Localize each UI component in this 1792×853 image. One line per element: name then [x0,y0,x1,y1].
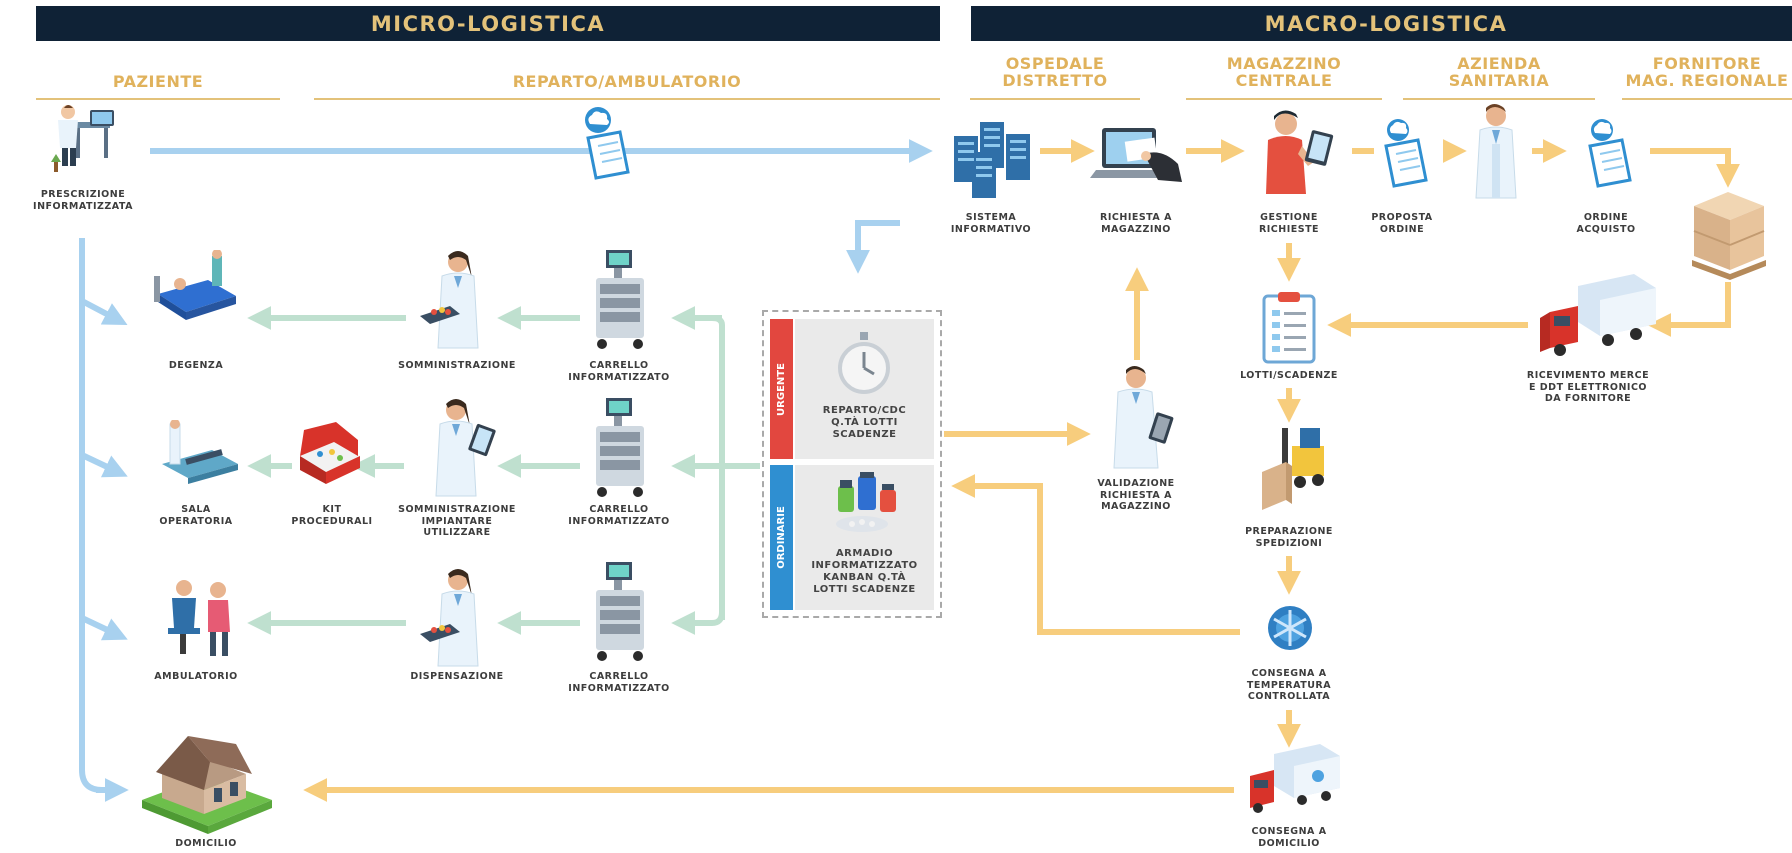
arrow-sistema-carrelli [846,220,900,274]
divider [36,98,280,100]
label-somministrazione: SOMMINISTRAZIONE [398,360,516,371]
label-ambulatorio: AMBULATORIO [154,671,238,682]
delivery-truck-icon [1540,274,1656,356]
request-type-panel [762,310,942,618]
tab-urgente: URGENTE [770,319,793,459]
clipboard-icon [1588,119,1632,188]
hospital-bed-icon [154,250,236,320]
operating-table-icon [162,420,238,484]
checklist-icon [1262,292,1316,364]
doctor-icon [1475,104,1517,199]
stopwatch-icon [838,332,890,394]
nurse-tablet-icon [435,399,496,497]
nurse-tray-icon [420,251,479,349]
consultation-icon [168,580,230,656]
medicine-bottles-icon [836,472,896,532]
cloud-clipboard-icon [585,107,630,180]
staff-tablet-icon [1266,110,1334,194]
medical-kit-icon [300,422,360,484]
nurse-tray-icon [420,569,479,667]
clipboard-icon [1384,119,1428,188]
label-lotti: LOTTI/SCADENZE [1240,370,1338,381]
forklift-icon [1262,428,1324,510]
laptop-icon [1090,128,1182,182]
arrow-to-ambulatorio [80,615,128,641]
divider [1186,98,1382,100]
arrow-to-degenza [80,298,128,326]
divider [314,98,940,100]
tab-ordinarie: ORDINARIE [770,465,793,610]
divider [970,98,1140,100]
arrow-ordine-fornitore [1650,148,1740,188]
house-icon [142,736,272,834]
label-degenza: DEGENZA [168,360,224,371]
arrow-consegna-panel [951,474,1240,635]
column-reparto: REPARTO/AMBULATORIO [512,72,742,91]
medical-cart-icon [596,562,644,661]
server-rack-icon [954,122,1030,198]
label-dispensazione: DISPENSAZIONE [410,671,504,682]
macro-logistica-header: MACRO-LOGISTICA [971,6,1792,41]
doctor-desk-icon [51,105,114,172]
delivery-truck-icon [1250,744,1340,813]
micro-logistica-header: MICRO-LOGISTICA [36,6,940,41]
column-paziente: PAZIENTE [112,72,204,91]
snowflake-icon [1268,606,1312,650]
medical-cart-icon [596,398,644,497]
pallet-boxes-icon [1692,192,1766,280]
doctor-tablet-icon [1113,366,1174,469]
divider [1622,98,1792,100]
divider [1403,98,1595,100]
label-domicilio: DOMICILIO [175,838,237,849]
arrow-fornitore-ricevimento [1647,282,1731,337]
arrow-to-carrello3 [671,611,725,635]
medical-cart-icon [596,250,644,349]
arrow-patient-trunk [79,238,103,793]
arrow-to-sala [80,452,128,478]
